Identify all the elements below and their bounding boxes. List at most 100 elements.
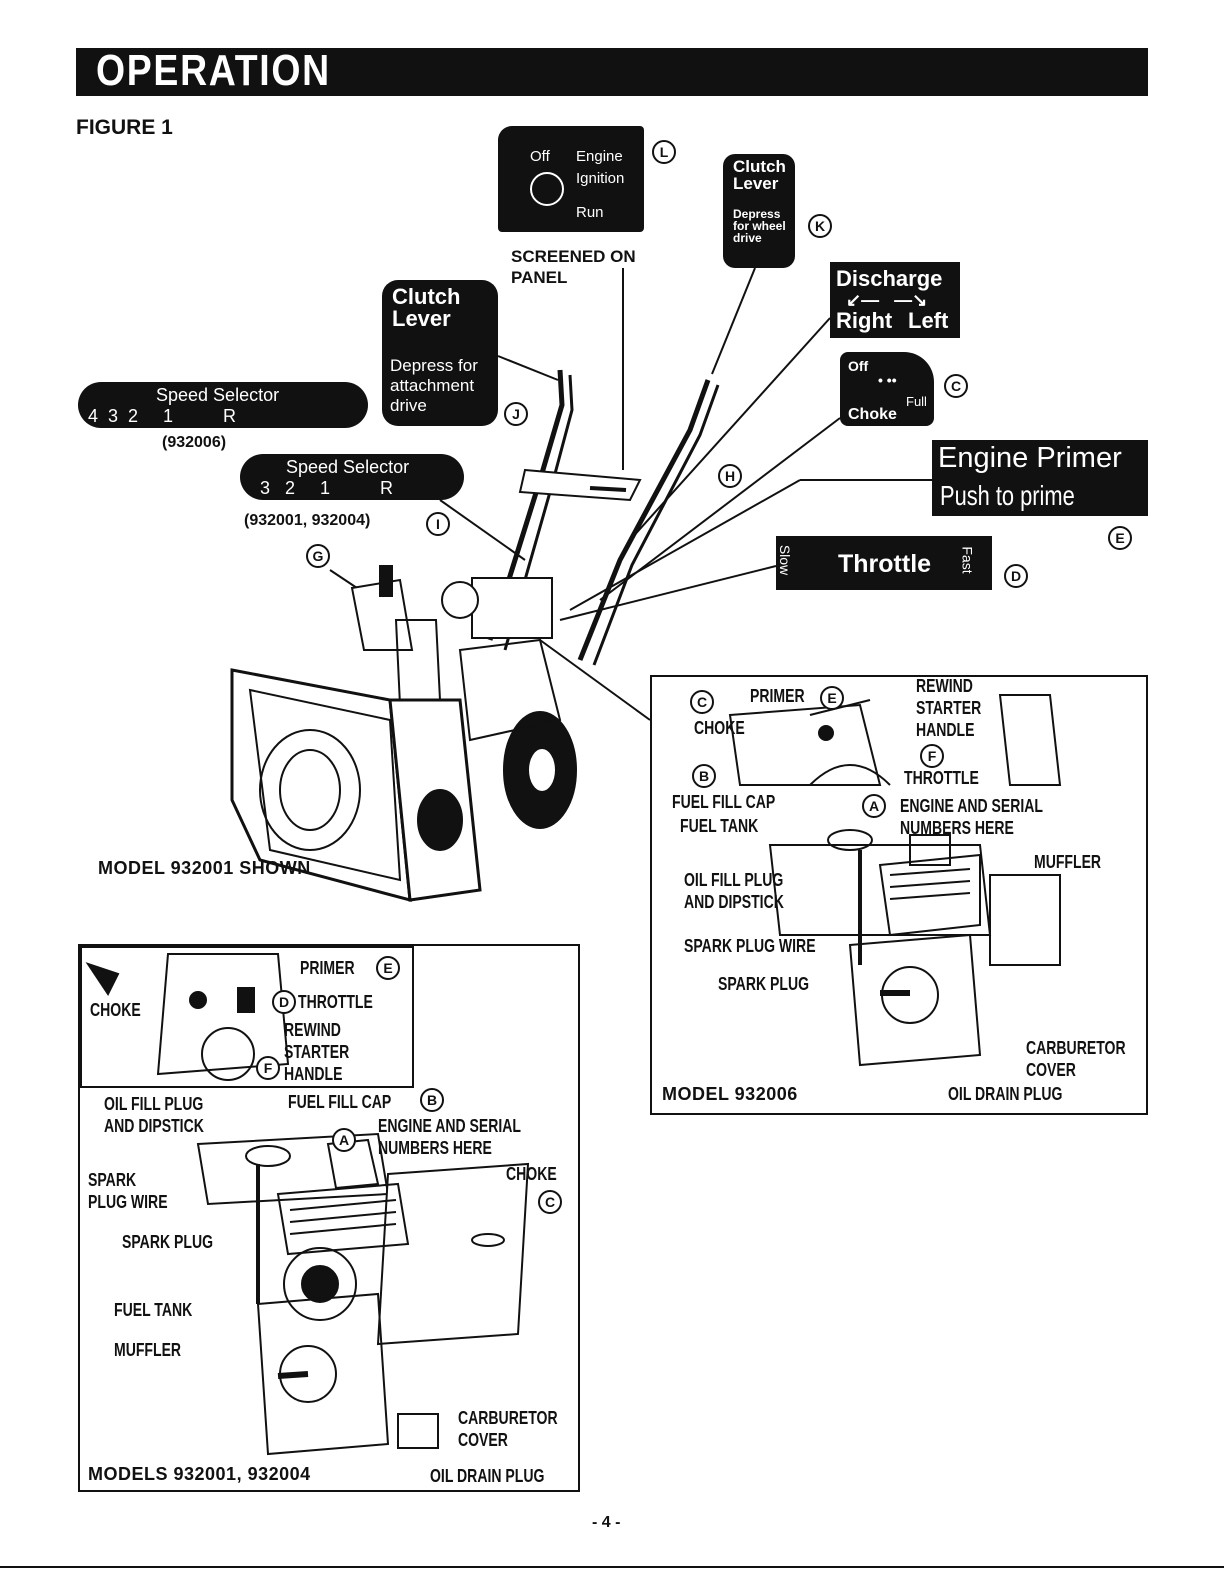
right-starter-label: STARTER <box>916 698 982 718</box>
left-callout-e: E <box>376 956 400 980</box>
page-title: OPERATION <box>96 46 331 95</box>
left-callout-c: C <box>538 1190 562 1214</box>
left-spark-label: SPARK <box>88 1170 137 1190</box>
right-choke-label: CHOKE <box>694 718 745 738</box>
left-cover-label: COVER <box>458 1430 508 1450</box>
callout-j: J <box>504 402 528 426</box>
choke-full: Full <box>906 394 927 409</box>
speed-selector-3-gears: 3 2 1 R <box>260 478 394 498</box>
ignition-off-label: Off <box>530 148 550 165</box>
right-callout-c: C <box>690 690 714 714</box>
callout-k: K <box>808 214 832 238</box>
left-choke-top-label: CHOKE <box>90 1000 141 1020</box>
left-callout-a: A <box>332 1128 356 1152</box>
right-primer-label: PRIMER <box>750 686 805 706</box>
right-carb-label: CARBURETOR <box>1026 1038 1126 1058</box>
left-fuel-tank-label: FUEL TANK <box>114 1300 193 1320</box>
left-callout-f: F <box>256 1056 280 1080</box>
right-callout-f: F <box>920 744 944 768</box>
speed-selector-932001: Speed Selector 3 2 1 R <box>240 454 464 500</box>
callout-e: E <box>1108 526 1132 550</box>
discharge-right: Right <box>836 308 893 333</box>
speed-selector-4-model: (932006) <box>162 434 227 451</box>
engine-932006-illustration <box>728 694 1062 1067</box>
left-primer-label: PRIMER <box>300 958 355 978</box>
right-spark-plug-label: SPARK PLUG <box>718 974 810 994</box>
clutch-attachment-panel: Clutch Lever Depress for attachment driv… <box>382 280 498 426</box>
choke-off: Off <box>848 358 869 374</box>
clutch-attachment-title: Clutch Lever <box>392 284 461 331</box>
callout-g: G <box>306 544 330 568</box>
callout-l: L <box>652 140 676 164</box>
right-spark-wire-label: SPARK PLUG WIRE <box>684 936 816 956</box>
choke-choke: Choke <box>848 406 897 423</box>
left-model-caption: MODELS 932001, 932004 <box>88 1464 311 1484</box>
engine-primer-text: Push to prime <box>940 480 1075 511</box>
speed-selector-3-model: (932001, 932004) <box>244 512 371 529</box>
left-fuel-cap-label: FUEL FILL CAP <box>288 1092 392 1112</box>
right-engine-serial-label: ENGINE AND SERIAL <box>900 796 1044 816</box>
right-fuel-tank-label: FUEL TANK <box>680 816 759 836</box>
right-callout-a: A <box>862 794 886 818</box>
ignition-run-label: Run <box>576 204 604 221</box>
callout-i: I <box>426 512 450 536</box>
callout-c: C <box>944 374 968 398</box>
engine-primer-panel: Engine Primer Push to prime <box>932 440 1148 516</box>
left-spark-plug-label: SPARK PLUG <box>122 1232 214 1252</box>
left-starter-label: STARTER <box>284 1042 350 1062</box>
discharge-title: Discharge <box>836 266 943 291</box>
main-model-caption: MODEL 932001 SHOWN <box>98 858 311 878</box>
right-muffler-label: MUFFLER <box>1034 852 1102 872</box>
left-plug-wire-label: PLUG WIRE <box>88 1192 168 1212</box>
left-engine-serial-label: ENGINE AND SERIAL <box>378 1116 522 1136</box>
left-throttle-label: THROTTLE <box>298 992 373 1012</box>
right-dipstick-label: AND DIPSTICK <box>684 892 784 912</box>
right-oil-drain-label: OIL DRAIN PLUG <box>948 1084 1063 1104</box>
left-carb-label: CARBURETOR <box>458 1408 558 1428</box>
right-rewind-label: REWIND <box>916 676 973 696</box>
clutch-wheel-text: Depress for wheel drive <box>733 207 786 245</box>
right-cover-label: COVER <box>1026 1060 1076 1080</box>
left-choke-label: CHOKE <box>506 1164 557 1184</box>
clutch-wheel-title: Clutch Lever <box>733 157 786 193</box>
left-muffler-label: MUFFLER <box>114 1340 182 1360</box>
right-callout-b: B <box>692 764 716 788</box>
choke-panel: Off • •• Full Choke <box>840 352 934 426</box>
right-handle-label: HANDLE <box>916 720 975 740</box>
screened-on-panel-label: SCREENED ON PANEL <box>511 247 636 287</box>
choke-dots-icon: • •• <box>878 372 897 388</box>
speed-selector-932006: Speed Selector 4 3 2 1 R <box>78 382 368 428</box>
left-handle-label: HANDLE <box>284 1064 343 1084</box>
engine-932001-illustration <box>85 953 530 1456</box>
ignition-panel: Off Engine Ignition Run <box>498 126 644 232</box>
right-model-caption: MODEL 932006 <box>662 1084 798 1104</box>
clutch-attachment-text: Depress for attachment drive <box>390 356 478 415</box>
model-932006-box <box>650 675 1148 1115</box>
right-fuel-cap-label: FUEL FILL CAP <box>672 792 776 812</box>
right-oil-fill-label: OIL FILL PLUG <box>684 870 784 890</box>
left-numbers-label: NUMBERS HERE <box>378 1138 492 1158</box>
discharge-left: Left <box>908 308 949 333</box>
right-callout-e: E <box>820 686 844 710</box>
engine-primer-title: Engine Primer <box>938 442 1122 474</box>
left-rewind-label: REWIND <box>284 1020 341 1040</box>
discharge-panel: Discharge ↙— —↘ Right Left <box>830 262 960 338</box>
callout-h: H <box>718 464 742 488</box>
footer-rule <box>0 1566 1224 1568</box>
throttle-title: Throttle <box>838 550 932 578</box>
right-throttle-label: THROTTLE <box>904 768 979 788</box>
throttle-panel: Slow Throttle Fast <box>776 536 992 590</box>
key-slot-icon <box>530 172 564 206</box>
discharge-arrows-icon: ↙— —↘ <box>846 290 928 310</box>
left-callout-d: D <box>272 990 296 1014</box>
ignition-ignition-label: Ignition <box>576 170 625 187</box>
callout-d: D <box>1004 564 1028 588</box>
header-bar <box>76 48 1148 96</box>
speed-selector-4-title: Speed Selector <box>156 385 280 405</box>
model-932001-box <box>78 944 580 1492</box>
speed-selector-4-gears: 4 3 2 1 R <box>88 406 237 426</box>
left-oil-drain-label: OIL DRAIN PLUG <box>430 1466 545 1486</box>
page-number: - 4 - <box>592 1514 621 1531</box>
ignition-engine-label: Engine <box>576 148 623 165</box>
